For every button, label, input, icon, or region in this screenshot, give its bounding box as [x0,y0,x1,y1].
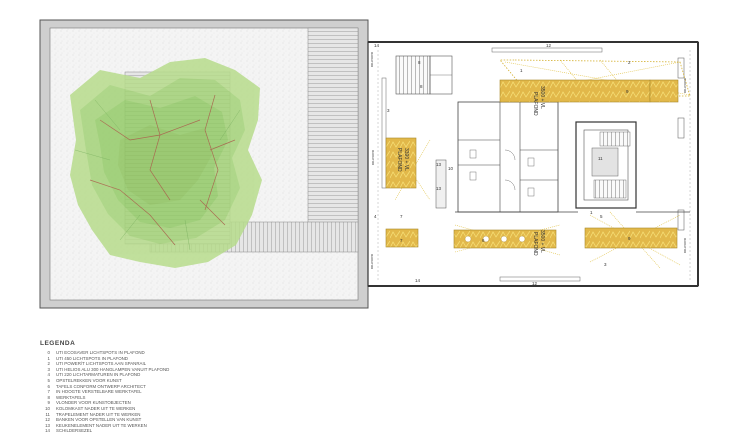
legend-item-number: 8 [47,394,50,400]
legend-item-text: UTI HELIOS ALU 300 HANGLAMPEN VANUIT PLA… [56,366,170,372]
callouts: 12 13 10 9 9 8 8 3 4 7 7 6 3 2 1 1 5 11 … [374,43,631,286]
callout: 10 [448,166,454,171]
bench-top [491,47,603,53]
radiator-label: RADIATOR [371,150,375,166]
table-left-lower [385,228,419,248]
legend-item-number: 10 [45,405,50,411]
legend-item-text: SCHILDERSEZEL [56,428,93,434]
legend-item-text: UTI 220 LICHTARMATUREN IN PLAFOND [56,372,141,378]
callout: 2 [628,60,631,65]
legend-item: 0 UTI ECOSAVER LICHTSPOTS IN PLAFOND [40,350,340,356]
stair-core-right [591,147,619,177]
callout: 1 [520,68,523,73]
callout: 12 [546,43,552,48]
callout: 14 [374,43,380,48]
legend-item-text: BANKEN VOOR OPSTELLEN VAN KUNST [56,417,142,423]
legend-item-text: KEUKENELEMENT NADER UIT TE WERKEN [56,422,147,428]
legend: LEGENDA 0 UTI ECOSAVER LICHTSPOTS IN PLAF… [40,340,340,434]
ceiling-label-top-2: 3500 + VL [539,86,545,109]
callout: 8 [418,60,421,65]
table-left-upper [385,137,417,189]
legend-item: 14 SCHILDERSEZEL [40,428,340,434]
callout: 8 [420,84,423,89]
legend-item-number: 3 [47,366,50,372]
legend-item-text: IN HOOGTE VERSTELBARE WERKTAFEL [56,389,142,395]
callout: 9 [628,236,631,241]
legend-item: 4 UTI 220 LICHTARMATUREN IN PLAFOND [40,372,340,378]
legend-item-number: 0 [47,350,50,355]
podium-top-right [649,79,679,103]
callout: 4 [374,214,377,219]
ceiling-label-center-1: PLAFOND [532,232,538,256]
bench-bottom [499,276,581,282]
legend-item-text: WERKTAFELS [56,394,86,400]
callout: 7 [400,238,403,243]
legend-item: 11 TRAPELEMENT NADER UIT TE WERKEN [40,412,340,418]
callout: 7 [400,214,403,219]
callout: 6 [482,238,485,243]
legend-item-number: 6 [47,383,50,389]
legend-item-number: 12 [45,417,50,423]
legend-item: 2 UTI POWER/T LICHTSPOTS AAN SPANRAIL [40,361,340,367]
callout: 3 [387,108,390,113]
legend-item-text: UTI 450 LICHTSPOTS IN PLAFOND [56,355,128,361]
ceiling-label-center-2: 3500 + VL [539,230,545,253]
ceiling-label-left-1: PLAFOND [396,148,402,172]
radiator-label: RADIATOR [370,254,374,270]
furniture [385,79,679,249]
legend-item: 3 UTI HELIOS ALU 300 HANGLAMPEN VANUIT PL… [40,367,340,373]
side-labels: RADIATOR RADIATOR RADIATOR RADIATOR RADI… [370,52,687,270]
legend-item: 7 IN HOOGTE VERSTELBARE WERKTAFEL [40,389,340,395]
callout: 1 [590,210,593,215]
legend-item-text: UTI POWER/T LICHTSPOTS AAN SPANRAIL [56,361,147,367]
legend-item: 13 KEUKENELEMENT NADER UIT TE WERKEN [40,423,340,429]
legend-item-number: 7 [47,389,50,395]
stair-top-left [395,55,431,95]
legend-item-number: 11 [45,411,50,417]
callout: 13 [436,162,442,167]
podium-bottom-right [584,227,678,249]
legend-item-text: TAFELS CONFORM ONTWERP ARCHITECT [56,383,146,389]
legend-item-number: 5 [47,377,50,383]
callout: 12 [532,281,538,286]
legend-item-text: UTI ECOSAVER LICHTSPOTS IN PLAFOND [56,350,145,355]
callout: 5 [600,214,603,219]
legend-item-number: 4 [47,372,50,378]
callout: 13 [436,186,442,191]
ceiling-label-left-2: 3390 + VL [403,148,409,171]
legend-item: 9 VLONDER VOOR KUNSTOBJECTEN [40,400,340,406]
legend-item: 10 KOLOMKAST NADER UIT TE WERKEN [40,406,340,412]
legend-item: 1 UTI 450 LICHTSPOTS IN PLAFOND [40,356,340,362]
tree-canopy [70,58,262,268]
callout: 11 [598,156,603,161]
radiator-label: RADIATOR [370,52,374,68]
legend-item-text: VLONDER VOOR KUNSTOBJECTEN [56,400,131,406]
legend-item: 6 TAFELS CONFORM ONTWERP ARCHITECT [40,384,340,390]
radiator-label: RADIATOR [683,78,687,94]
legend-item-number: 2 [47,361,50,367]
legend-item: 5 OPSTELREKKEN VOOR KUNST [40,378,340,384]
legend-item: 12 BANKEN VOOR OPSTELLEN VAN KUNST [40,417,340,423]
legend-item-text: OPSTELREKKEN VOOR KUNST [56,377,122,383]
legend-item-text: KOLOMKAST NADER UIT TE WERKEN [56,405,136,411]
deck-strip-vertical [307,27,359,225]
legend-item-number: 9 [47,400,50,406]
ceiling-label-top-1: PLAFOND [532,92,538,116]
callout: 3 [604,262,607,267]
legend-item-number: 13 [45,422,50,428]
callout: 14 [415,278,421,283]
kitchen-element [435,159,447,209]
legend-item: 8 WERKTAFELS [40,395,340,401]
radiator-label: RADIATOR [683,238,687,254]
legend-item-number: 1 [47,355,50,361]
legend-item-number: 14 [45,428,50,434]
legend-item-text: TRAPELEMENT NADER UIT TE WERKEN [56,411,141,417]
callout: 9 [626,89,629,94]
legend-title: LEGENDA [40,340,76,347]
